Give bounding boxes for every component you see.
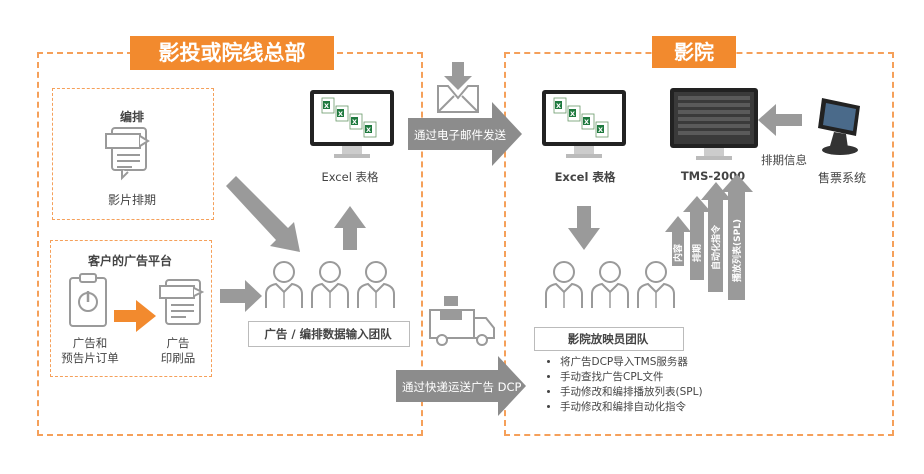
cinema-team-label-box xyxy=(534,327,684,351)
email-arrow-label: 通过电子邮件发送 xyxy=(414,128,506,142)
schedule-sub-label: 影片排期 xyxy=(107,193,156,207)
cinema-excel-label: Excel 表格 xyxy=(554,170,616,184)
schedule-label: 编排 xyxy=(119,110,144,124)
cinema-task: 将广告DCP导入TMS服务器 xyxy=(560,355,703,370)
email-arrow xyxy=(408,102,522,166)
team-to-tms-arrows xyxy=(665,174,753,300)
ticketing-label: 售票系统 xyxy=(817,171,866,185)
rotated-label: 播放列表(SPL) xyxy=(731,219,743,282)
hq-team-label: 广告 / 编排数据输入团队 xyxy=(264,327,392,341)
cinema-team-people-icon xyxy=(545,261,675,309)
print-document-icon xyxy=(159,279,205,325)
ad-print-label: 广告 印刷品 xyxy=(160,336,196,365)
email-icon xyxy=(437,62,479,113)
excel-to-team-arrow xyxy=(568,206,600,250)
tms-monitor-icon xyxy=(670,88,758,160)
schedule-document-icon xyxy=(105,127,150,181)
hq-excel-label: Excel 表格 xyxy=(321,170,379,184)
cinema-title: 影院 xyxy=(652,36,736,68)
hq-team-label-box xyxy=(248,321,410,347)
cinema-task-list: 将广告DCP导入TMS服务器 手动查找广告CPL文件 手动修改和编排播放列表(S… xyxy=(546,355,703,415)
cinema-monitor-icon xyxy=(542,90,626,158)
schedule-info-label: 排期信息 xyxy=(761,153,807,167)
delivery-truck-icon xyxy=(429,296,495,346)
ticketing-terminal-icon xyxy=(818,98,860,155)
cinema-team-label: 影院放映员团队 xyxy=(567,332,649,346)
cinema-task: 手动查找广告CPL文件 xyxy=(560,370,703,385)
rotated-label: 自动化指令 xyxy=(710,224,722,270)
platform-to-team-arrow xyxy=(220,280,262,312)
hq-title: 影投或院线总部 xyxy=(130,36,334,70)
orange-arrow-icon xyxy=(114,300,156,332)
team-to-excel-arrow xyxy=(334,206,366,250)
ad-platform-title: 客户的广告平台 xyxy=(87,254,172,268)
cinema-task: 手动修改和编排播放列表(SPL) xyxy=(560,385,703,400)
tms-label: TMS-2000 xyxy=(680,169,746,183)
courier-arrow-label: 通过快递运送广告 DCP xyxy=(402,380,522,394)
ad-platform-box xyxy=(50,240,212,377)
rotated-label: 排期 xyxy=(691,244,703,262)
rotated-label: 内容 xyxy=(672,244,684,262)
schedule-to-team-arrow xyxy=(226,176,300,252)
ticketing-to-tms-arrow xyxy=(758,104,802,136)
order-clipboard-icon xyxy=(69,273,107,327)
cinema-task: 手动修改和编排自动化指令 xyxy=(560,400,703,415)
ad-order-label: 广告和 预告片订单 xyxy=(61,336,119,365)
schedule-box xyxy=(52,88,214,220)
courier-arrow xyxy=(396,356,526,416)
hq-monitor-icon xyxy=(310,90,394,158)
hq-team-people-icon xyxy=(265,261,395,309)
